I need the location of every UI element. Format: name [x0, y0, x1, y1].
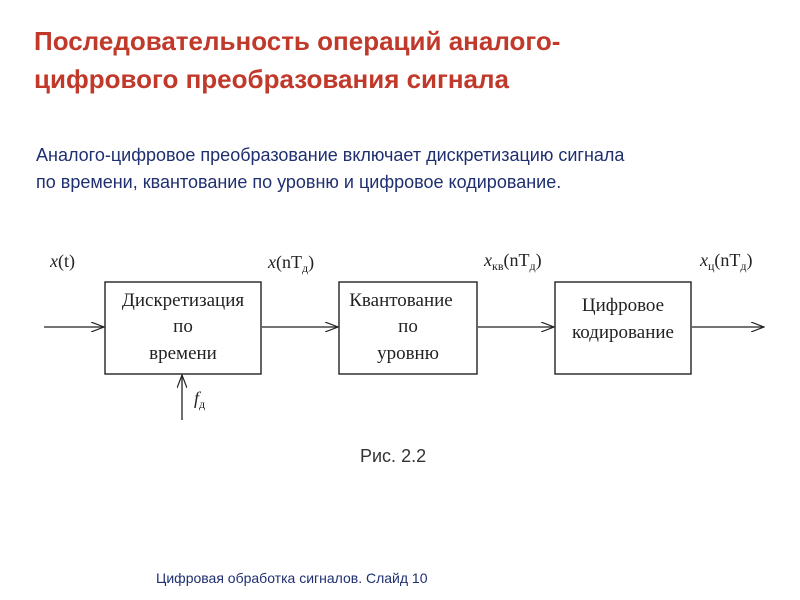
quantization-block-line-2: по: [398, 316, 418, 337]
figure-caption: Рис. 2.2: [360, 446, 427, 466]
slide-title-line-1: Последовательность операций аналого-: [34, 26, 561, 56]
quantization-block-line-1: Квантование: [349, 290, 452, 311]
slide-title: Последовательность операций аналого- циф…: [34, 22, 754, 98]
quantized-signal-label: xкв(nTд): [483, 250, 542, 273]
digital-signal-label: xц(nTд): [699, 250, 753, 273]
intro-line-1: Аналого-цифровое преобразование включает…: [36, 145, 625, 165]
sampling-block-line-1: Дискретизация: [122, 290, 244, 311]
quantization-block: [338, 281, 478, 375]
sampling-block-line-3: времени: [149, 343, 217, 364]
sampling-block-line-2: по: [173, 316, 193, 337]
coding-block: [554, 281, 692, 375]
intro-text: Аналого-цифровое преобразование включает…: [36, 142, 776, 196]
intro-line-2: по времени, квантование по уровню и цифр…: [36, 172, 562, 192]
sampling-block: [104, 281, 262, 375]
coding-block-line-1: Цифровое: [582, 295, 664, 316]
sampled-signal-label: x(nTд): [267, 252, 314, 275]
slide-footer: Цифровая обработка сигналов. Слайд 10: [156, 570, 428, 586]
quantization-block-line-3: уровню: [377, 343, 439, 364]
coding-block-line-2: кодирование: [572, 322, 674, 343]
input-signal-label: x(t): [49, 251, 75, 272]
slide-title-line-2: цифрового преобразования сигнала: [34, 64, 509, 94]
clock-frequency-label: fд: [194, 388, 205, 411]
